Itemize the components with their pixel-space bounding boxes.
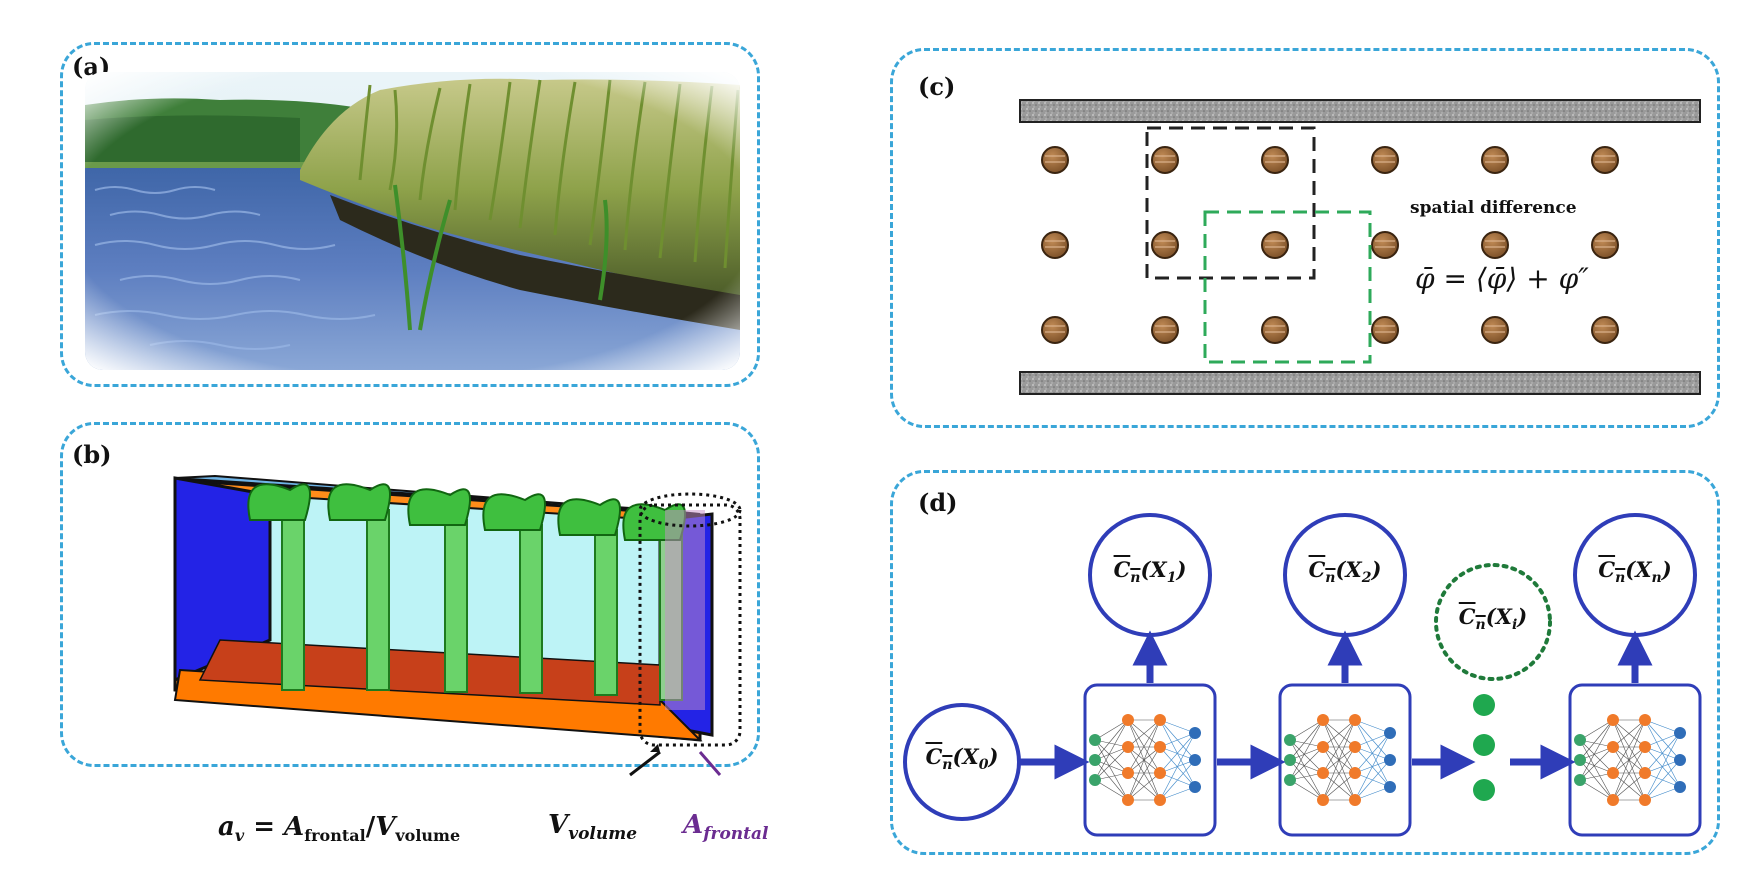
- a-frontal-label: Afrontal: [683, 810, 769, 845]
- panel-a: [60, 42, 760, 387]
- node-label-x0: Cn(X0): [925, 744, 999, 774]
- panel-d-label: (d): [918, 488, 958, 517]
- node-label-x1: Cn(X1): [1113, 557, 1187, 587]
- spatial-difference-label: spatial difference: [1410, 198, 1577, 218]
- panel-b: [60, 422, 760, 767]
- panel-d: [890, 470, 1720, 855]
- node-label-x2: Cn(X2): [1308, 557, 1382, 587]
- panel-c-label: (c): [918, 72, 956, 101]
- panel-c: [890, 48, 1720, 428]
- node-label-xn: Cn(Xn): [1598, 557, 1672, 587]
- panel-a-label: (a): [72, 52, 111, 81]
- node-label-xi: Cn(Xi): [1458, 604, 1528, 634]
- spatial-average-equation: φ̄ = ⟨φ̄⟩ + φ″: [1415, 262, 1589, 295]
- v-volume-label: Vvolume: [548, 810, 638, 845]
- panel-b-label: (b): [72, 440, 112, 469]
- frontal-area-formula: av = Afrontal/Vvolume: [218, 812, 461, 846]
